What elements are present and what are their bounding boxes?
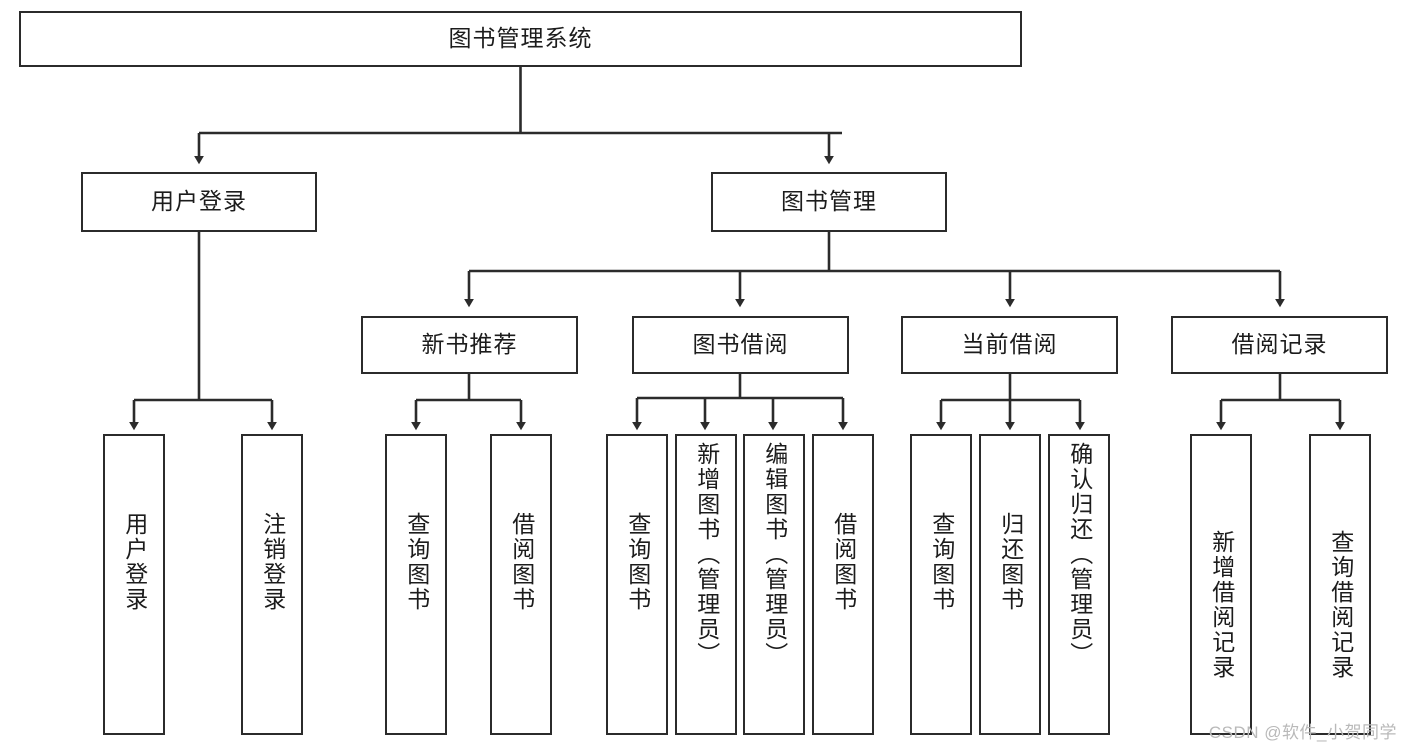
node-label: 注销登录: [259, 512, 286, 612]
node-label: 借阅记录: [1231, 331, 1328, 358]
node-label: 用户登录: [151, 188, 247, 215]
node-root-book-management-system[interactable]: 图书管理系统: [19, 11, 1022, 67]
node-label: 归还图书: [997, 512, 1024, 612]
node-new-book-recommend[interactable]: 新书推荐: [361, 316, 578, 374]
node-label: 新增图书（管理员）: [693, 442, 720, 667]
node-borrow-record[interactable]: 借阅记录: [1171, 316, 1388, 374]
node-label: 编辑图书（管理员）: [761, 442, 788, 667]
watermark-text: CSDN @软件_小贺同学: [1208, 723, 1397, 742]
node-label: 查询借阅记录: [1327, 530, 1354, 680]
node-leaf-add-book-admin[interactable]: 新增图书（管理员）: [675, 434, 737, 735]
node-label: 借阅图书: [508, 512, 535, 612]
node-label: 确认归还（管理员）: [1066, 442, 1093, 667]
node-label: 新书推荐: [421, 331, 518, 358]
node-label: 用户登录: [121, 512, 148, 612]
node-leaf-add-borrow-record[interactable]: 新增借阅记录: [1190, 434, 1252, 735]
node-label: 查询图书: [624, 512, 651, 612]
node-label: 图书借阅: [692, 331, 789, 358]
node-leaf-return-book[interactable]: 归还图书: [979, 434, 1041, 735]
node-leaf-query-book-recommend[interactable]: 查询图书: [385, 434, 447, 735]
node-leaf-logout[interactable]: 注销登录: [241, 434, 303, 735]
node-label: 查询图书: [928, 512, 955, 612]
node-user-login[interactable]: 用户登录: [81, 172, 317, 232]
node-label: 借阅图书: [830, 512, 857, 612]
node-label: 查询图书: [403, 512, 430, 612]
node-label: 图书管理: [781, 188, 877, 215]
node-leaf-query-book-current[interactable]: 查询图书: [910, 434, 972, 735]
node-label: 图书管理系统: [448, 25, 593, 52]
node-leaf-edit-book-admin[interactable]: 编辑图书（管理员）: [743, 434, 805, 735]
node-leaf-confirm-return-admin[interactable]: 确认归还（管理员）: [1048, 434, 1110, 735]
node-current-borrow[interactable]: 当前借阅: [901, 316, 1118, 374]
node-leaf-query-borrow-record[interactable]: 查询借阅记录: [1309, 434, 1371, 735]
node-leaf-borrow-book-recommend[interactable]: 借阅图书: [490, 434, 552, 735]
node-book-borrow[interactable]: 图书借阅: [632, 316, 849, 374]
node-label: 当前借阅: [961, 331, 1058, 358]
node-leaf-query-book-borrow[interactable]: 查询图书: [606, 434, 668, 735]
node-label: 新增借阅记录: [1208, 530, 1235, 680]
node-leaf-borrow-book[interactable]: 借阅图书: [812, 434, 874, 735]
node-book-management[interactable]: 图书管理: [711, 172, 947, 232]
node-leaf-user-login[interactable]: 用户登录: [103, 434, 165, 735]
